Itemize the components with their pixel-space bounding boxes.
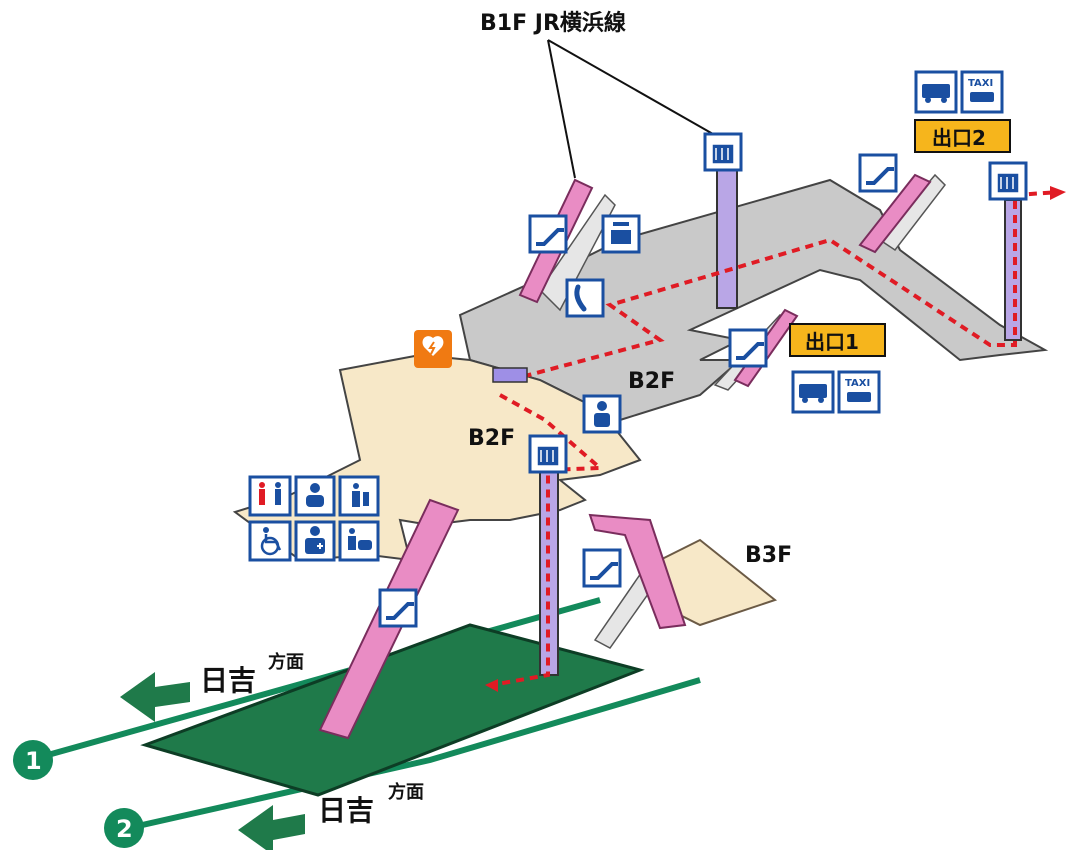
map-title: B1F JR横浜線	[480, 10, 626, 36]
escalator-icon	[582, 548, 622, 588]
wheelchair-icon	[248, 520, 292, 562]
escalator-icon	[378, 588, 418, 628]
floor-label-b3f: B3F	[745, 543, 792, 568]
escalator-icon	[728, 328, 768, 368]
accessible-route-2	[491, 393, 606, 687]
svg-text:出口2: 出口2	[932, 126, 986, 150]
svg-text:1: 1	[25, 747, 42, 775]
leader-lines	[547, 39, 721, 179]
elevator-icon	[988, 161, 1028, 201]
exit-1-sign[interactable]: 出口1	[789, 323, 886, 357]
nursing-room-icon	[338, 520, 380, 562]
track-1-badge: 1	[13, 740, 53, 780]
elevator-icon	[528, 434, 568, 474]
aed-icon	[414, 330, 452, 368]
taxi-icon: TAXI	[837, 370, 881, 414]
multipurpose-icon	[338, 475, 380, 517]
exit-2-sign[interactable]: 出口2	[914, 119, 1011, 153]
svg-text:日吉: 日吉	[200, 664, 256, 697]
route-arrow-2	[485, 679, 498, 692]
svg-text:2: 2	[116, 815, 133, 843]
restroom-icon	[248, 475, 292, 517]
locker-block	[492, 367, 528, 383]
svg-text:TAXI: TAXI	[845, 378, 870, 389]
svg-text:日吉: 日吉	[318, 794, 374, 827]
svg-text:TAXI: TAXI	[968, 78, 993, 89]
baby-care-icon	[294, 475, 336, 517]
direction-track-1: 日吉 方面	[120, 651, 304, 722]
first-aid-icon	[294, 520, 336, 562]
track-2-badge: 2	[104, 808, 144, 848]
svg-text:出口1: 出口1	[805, 330, 859, 354]
floor-label-b2f-lower: B2F	[468, 426, 515, 451]
svg-text:方面: 方面	[388, 781, 424, 803]
accessible-route	[509, 190, 1061, 382]
route-arrow	[1050, 186, 1066, 200]
direction-track-2: 日吉 方面	[238, 781, 424, 850]
bus-icon	[914, 70, 958, 114]
telephone-icon	[565, 278, 605, 318]
elevator-icon	[703, 132, 743, 172]
station-staff-icon	[582, 394, 622, 434]
svg-text:方面: 方面	[268, 651, 304, 673]
taxi-icon: TAXI	[960, 70, 1004, 114]
floor-label-b2f-upper: B2F	[628, 369, 675, 394]
escalator-icon	[528, 214, 568, 254]
escalator-icon	[858, 153, 898, 193]
coin-locker-icon	[601, 214, 641, 254]
bus-icon	[791, 370, 835, 414]
